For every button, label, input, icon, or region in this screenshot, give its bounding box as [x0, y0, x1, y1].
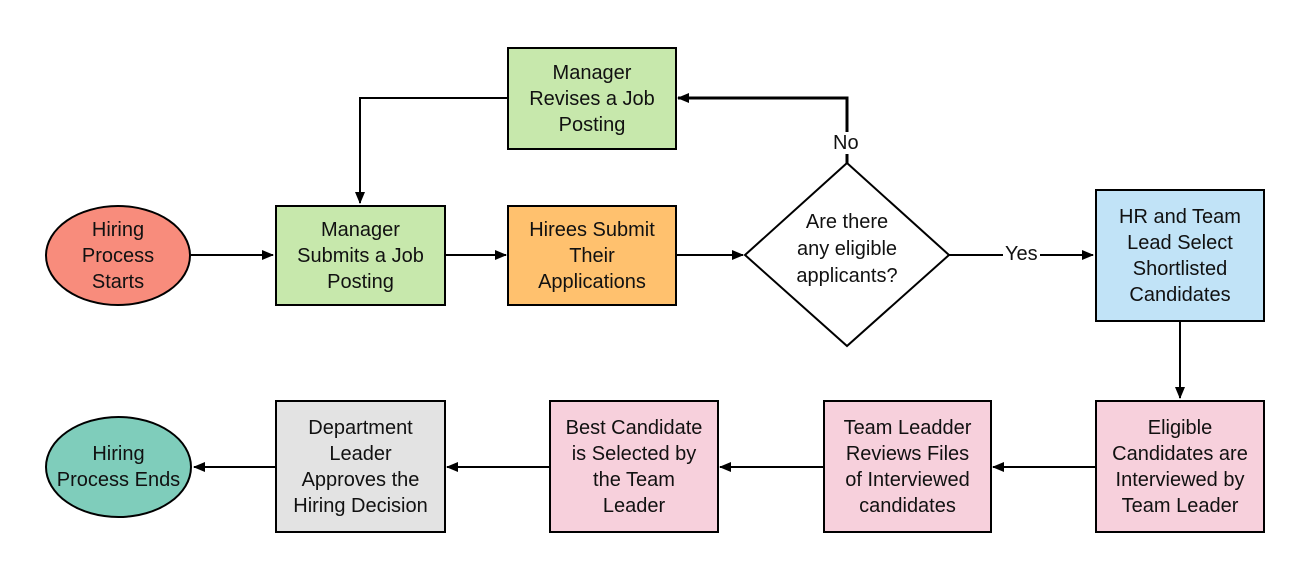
start-node: Hiring Process Starts	[45, 205, 191, 306]
applications-node: Hirees Submit Their Applications	[507, 205, 677, 306]
edge-label-no: No	[831, 132, 861, 154]
revise-posting-node: Manager Revises a Job Posting	[507, 47, 677, 150]
submit-posting-node: Manager Submits a Job Posting	[275, 205, 446, 306]
arrow-revise-to-submit	[355, 97, 508, 204]
select-node: Best Candidate is Selected by the Team L…	[549, 400, 719, 533]
decision-text: Are there any eligible applicants?	[796, 211, 898, 287]
shortlist-node: HR and Team Lead Select Shortlisted Cand…	[1095, 189, 1265, 322]
approve-node: Department Leader Approves the Hiring De…	[275, 400, 446, 533]
decision-diamond	[743, 161, 951, 348]
edge-label-yes: Yes	[1003, 243, 1040, 265]
interview-node: Eligible Candidates are Interviewed by T…	[1095, 400, 1265, 533]
arrow-decision-no-to-revise	[677, 93, 849, 163]
end-node: Hiring Process Ends	[45, 416, 192, 518]
review-node: Team Leadder Reviews Files of Interviewe…	[823, 400, 992, 533]
